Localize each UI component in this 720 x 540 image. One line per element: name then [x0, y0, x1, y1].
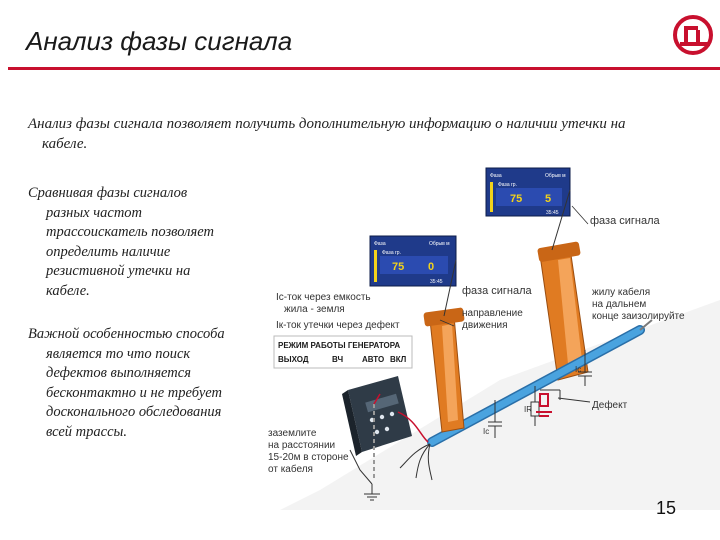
label-direction-2: движения: [462, 320, 508, 331]
screen-bottom-value-right: 0: [428, 261, 434, 273]
locator-screen-bottom: Фаза Обрыв м Фаза гр. 75 0 35:45: [370, 236, 456, 286]
screen-bottom-phase-label: Фаза: [374, 241, 386, 247]
page-number: 15: [656, 498, 676, 519]
label-ground-2: на расстоянии: [268, 440, 335, 451]
paragraph-line: является то что поиск: [28, 345, 258, 365]
ic-mark-left: Ic: [483, 427, 489, 436]
paragraph-line: дефектов выполняется: [28, 364, 258, 384]
paragraph-line: бесконтактно и не требует: [28, 384, 258, 404]
label-ground-3: 15-20м в стороне: [268, 452, 349, 463]
screen-top-value-right: 5: [545, 193, 551, 205]
label-defect: Дефект: [592, 399, 628, 411]
paragraph-line: Сравнивая фазы сигналов: [28, 185, 187, 201]
generator-panel-title: РЕЖИМ РАБОТЫ ГЕНЕРАТОРА: [278, 341, 400, 350]
label-ground-4: от кабеля: [268, 463, 313, 475]
page-title: Анализ фазы сигнала: [26, 26, 292, 57]
screen-top-phase-gr: Фаза гр.: [498, 182, 517, 188]
generator-label-out: ВЫХОД: [278, 355, 309, 364]
screen-bottom-break-label: Обрыв м: [429, 241, 450, 247]
generator-label-on: ВКЛ: [390, 355, 407, 364]
paragraph-phase-comparison: Сравнивая фазы сигналов разных частот тр…: [28, 184, 258, 301]
screen-top-break-label: Обрыв м: [545, 173, 566, 179]
label-ic-line-2: жила - земля: [284, 304, 345, 315]
paragraph-line: трассоискатель позволяет: [28, 223, 258, 243]
locator-screen-top: Фаза Обрыв м Фаза гр. 75 5 35:45: [486, 168, 570, 216]
label-ground-1: заземлите: [268, 428, 317, 439]
generator-label-auto: АВТО: [362, 355, 384, 364]
logo-icon: [672, 14, 714, 56]
paragraph-line: определить наличие: [28, 243, 258, 263]
screen-top-phase-label: Фаза: [490, 173, 502, 179]
label-ic-line-1: Iс-ток через емкость: [276, 292, 371, 303]
paragraph-line: разных частот: [28, 204, 258, 224]
label-cable-line-2: на дальнем: [592, 299, 646, 310]
label-cable-line-3: конце заизолируйте: [592, 311, 685, 322]
label-phase-top-line: [572, 206, 588, 224]
screen-bottom-value-left: 75: [392, 261, 404, 273]
paragraph-line: Важной особенностью способа: [28, 326, 225, 342]
generator-label-vch: ВЧ: [332, 355, 343, 364]
paragraph-contactless: Важной особенностью способа является то …: [28, 325, 258, 442]
paragraph-line: всей трассы.: [28, 423, 258, 443]
label-phase-bottom: фаза сигнала: [462, 285, 533, 297]
intro-line-1: Анализ фазы сигнала позволяет получить д…: [28, 114, 688, 134]
paragraph-line: резистивной утечки на: [28, 262, 258, 282]
label-cable-line-1: жилу кабеля: [592, 286, 650, 298]
screen-top-value-left: 75: [510, 193, 522, 205]
paragraph-line: досконального обследования: [28, 403, 258, 423]
ic-mark-right: Ic: [575, 365, 581, 374]
title-divider: [8, 67, 720, 70]
ir-mark: IR: [524, 405, 532, 414]
screen-bottom-phase-gr: Фаза гр.: [382, 250, 401, 256]
label-phase-top: фаза сигнала: [590, 215, 661, 227]
intro-text: Анализ фазы сигнала позволяет получить д…: [28, 114, 688, 154]
label-ir-line-1: Iк-ток утечки через дефект: [276, 319, 400, 331]
screen-bottom-time: 35:45: [430, 279, 443, 285]
label-direction-1: направление: [462, 308, 523, 319]
cable-diagram: Ic Ic IR РЕЖИМ РАБОТЫ ГЕНЕРАТОРА ВЫХОД: [240, 150, 720, 510]
generator-panel: РЕЖИМ РАБОТЫ ГЕНЕРАТОРА ВЫХОД ВЧ АВТО ВК…: [274, 336, 412, 368]
paragraph-line: кабеле.: [28, 282, 258, 302]
screen-top-time: 35:45: [546, 210, 559, 216]
locator-left: [423, 307, 465, 432]
